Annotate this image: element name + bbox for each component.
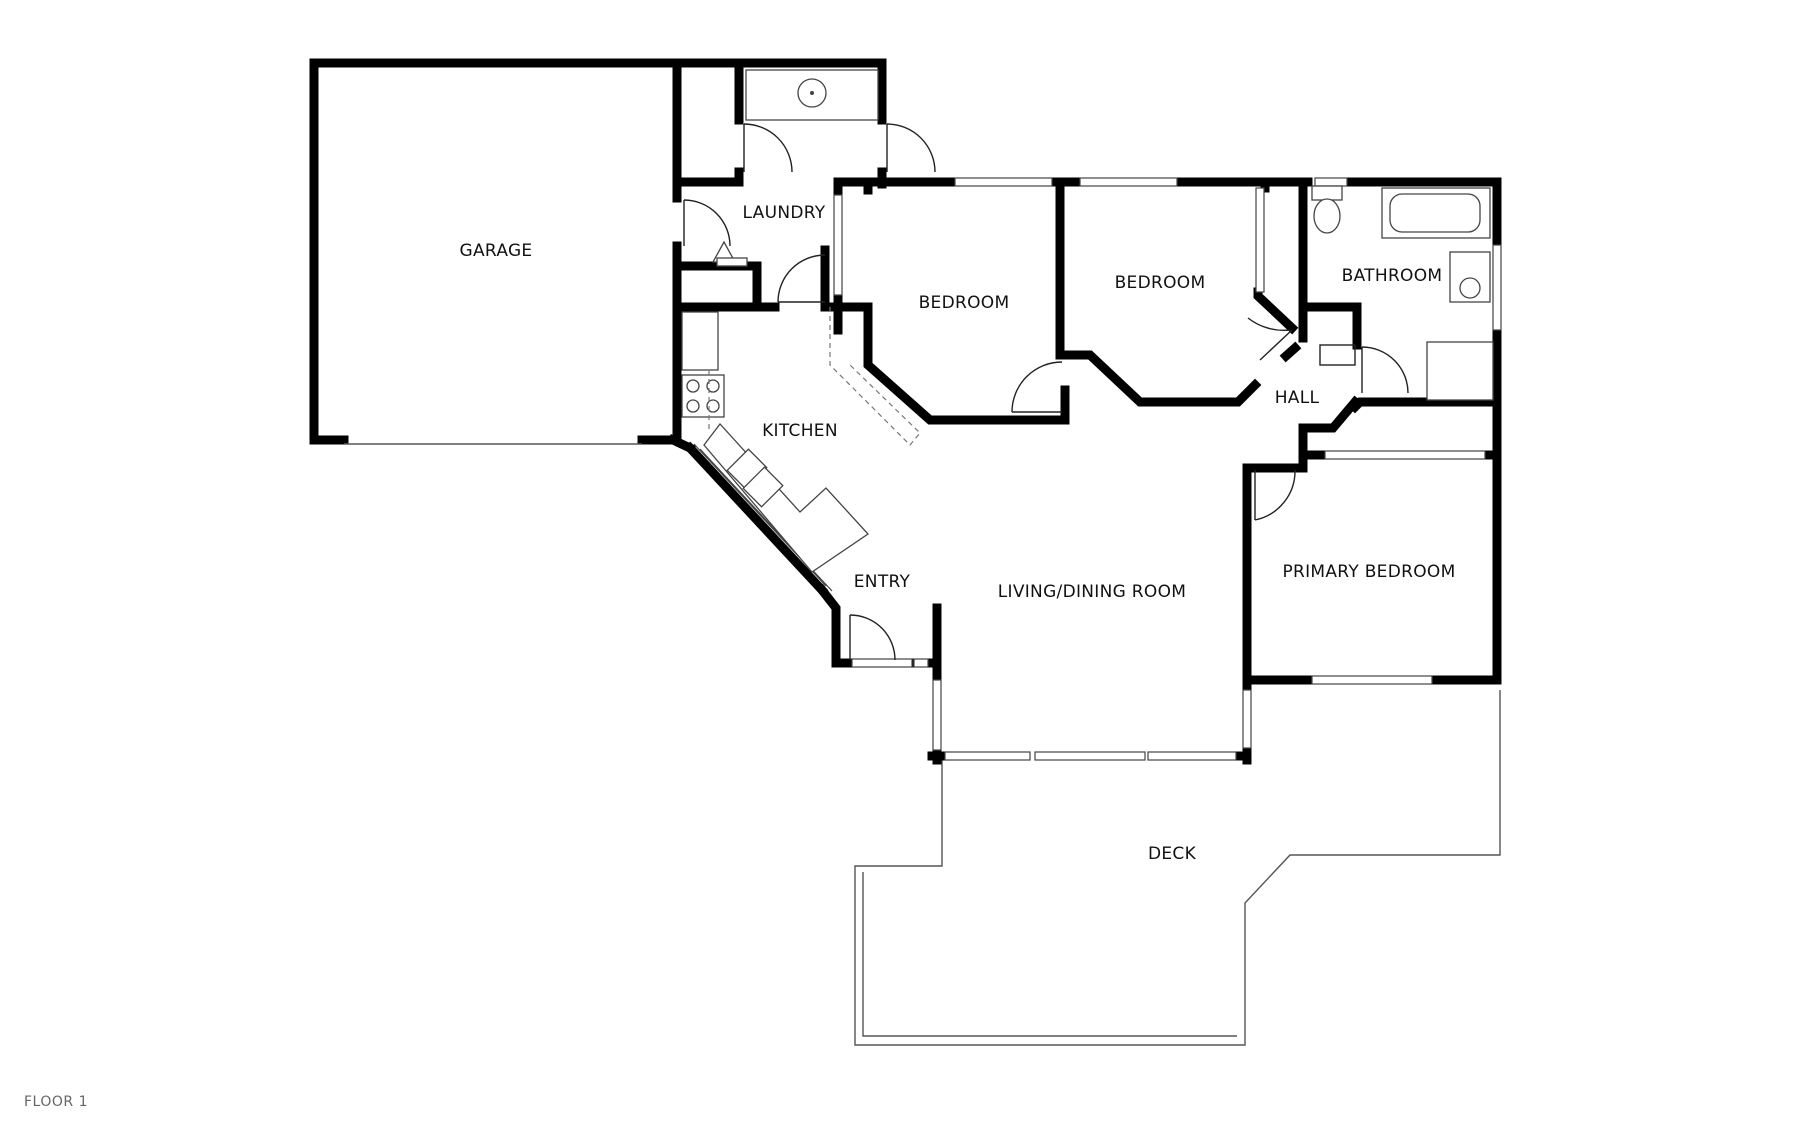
fixtures (681, 69, 1494, 573)
doors (683, 123, 1409, 661)
room-label-bathroom: BATHROOM (1342, 266, 1443, 286)
room-label-deck: DECK (1148, 844, 1197, 864)
primary-bedroom-walls (1242, 423, 1502, 765)
room-label-laundry: LAUNDRY (743, 203, 826, 223)
room-label-garage: GARAGE (460, 241, 533, 261)
kitchen-entry-walls (667, 434, 942, 765)
room-label-living-dining: LIVING/DINING ROOM (998, 582, 1187, 602)
deck-outline (854, 690, 1501, 1046)
room-label-bedroom-1: BEDROOM (919, 293, 1010, 313)
room-label-kitchen: KITCHEN (762, 421, 838, 441)
room-label-primary-bedroom: PRIMARY BEDROOM (1282, 562, 1455, 582)
bathroom-walls (1298, 177, 1502, 450)
room-label-bedroom-2: BEDROOM (1115, 273, 1206, 293)
room-label-entry: ENTRY (854, 572, 911, 592)
floor-label: FLOOR 1 (24, 1094, 88, 1110)
windows (693, 177, 1502, 761)
bedroom-2-walls (1170, 177, 1313, 363)
room-label-hall: HALL (1275, 388, 1320, 408)
garage-walls (309, 58, 887, 445)
bedroom-1-walls (833, 177, 1262, 425)
